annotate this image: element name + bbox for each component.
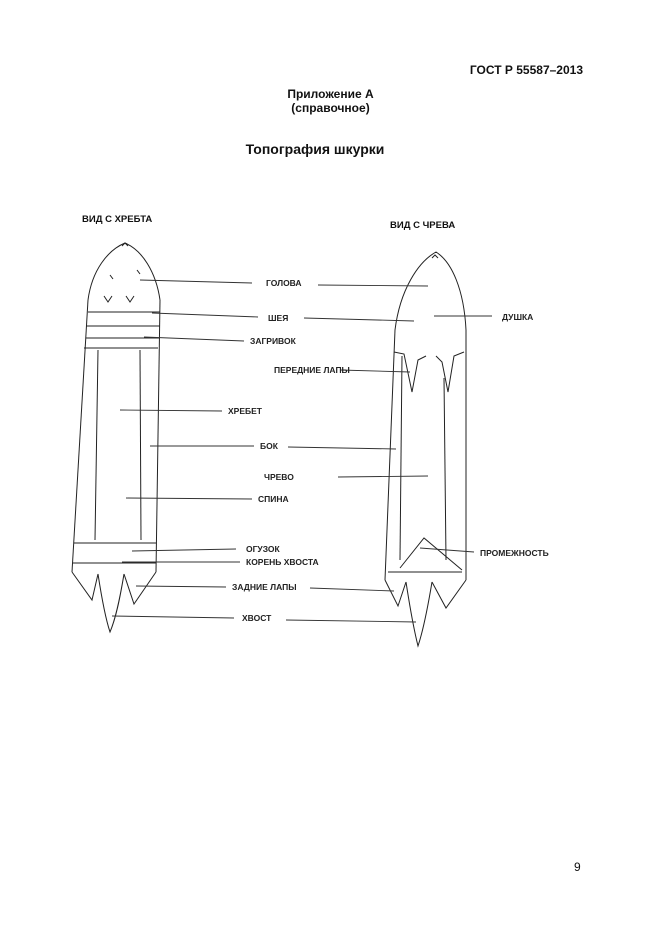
back-hind-paw-right bbox=[123, 571, 157, 606]
leader-rump bbox=[131, 548, 237, 552]
appendix-title: Приложение А bbox=[287, 87, 374, 101]
leader-hind-paws bbox=[135, 585, 227, 588]
back-left-side bbox=[71, 299, 89, 573]
label-front-paws: ПЕРЕДНИЕ ЛАПЫ bbox=[274, 365, 350, 375]
back-panel-left bbox=[94, 349, 99, 541]
leader-neck-belly bbox=[303, 317, 415, 322]
back-hind-paw-left bbox=[71, 571, 99, 602]
leader-perineum bbox=[419, 547, 475, 553]
back-head-outline bbox=[87, 242, 161, 301]
label-back: СПИНА bbox=[258, 494, 289, 504]
label-ridge: ХРЕБЕТ bbox=[228, 406, 263, 416]
appendix-subtitle: (справочное) bbox=[291, 101, 370, 115]
belly-front-paw-right bbox=[435, 351, 465, 393]
view-back-heading: ВИД С ХРЕБТА bbox=[82, 214, 152, 225]
leader-back bbox=[125, 497, 253, 500]
belly-perineum-outline bbox=[399, 537, 463, 571]
belly-panel-left bbox=[399, 355, 403, 561]
part-labels: ГОЛОВА ШЕЯ ЗАГРИВОК ДУШКА ПЕРЕДНИЕ ЛАПЫ … bbox=[228, 278, 549, 623]
leader-tail bbox=[111, 615, 235, 619]
standard-number: ГОСТ Р 55587–2013 bbox=[469, 63, 583, 77]
leader-neck bbox=[151, 312, 259, 318]
label-rump: ОГУЗОК bbox=[246, 544, 281, 554]
view-belly-heading: ВИД С ЧРЕВА bbox=[390, 220, 455, 231]
belly-panel-right bbox=[443, 377, 447, 561]
label-perineum: ПРОМЕЖНОСТЬ bbox=[480, 548, 549, 558]
label-side: БОК bbox=[260, 441, 279, 451]
label-scruff: ЗАГРИВОК bbox=[250, 336, 297, 346]
label-neck: ШЕЯ bbox=[268, 313, 288, 323]
pelt-back-view bbox=[71, 242, 161, 634]
leader-head-belly bbox=[317, 284, 429, 287]
belly-head-outline bbox=[394, 251, 467, 331]
page-number: 9 bbox=[574, 860, 581, 874]
belly-left-side bbox=[384, 329, 396, 581]
document-title: Топография шкурки bbox=[245, 141, 385, 157]
leader-scruff bbox=[143, 336, 245, 342]
back-panel-right bbox=[139, 349, 142, 541]
label-belly: ЧРЕВО bbox=[264, 472, 294, 482]
back-ear-mark bbox=[125, 295, 135, 303]
label-head: ГОЛОВА bbox=[266, 278, 302, 288]
leader-lines bbox=[111, 279, 492, 623]
leader-head bbox=[139, 279, 253, 284]
leader-front-paws bbox=[339, 369, 411, 373]
belly-tail bbox=[405, 581, 433, 648]
back-eye-mark bbox=[136, 269, 141, 275]
leader-tail-belly bbox=[285, 619, 417, 623]
label-tail-root: КОРЕНЬ ХВОСТА bbox=[246, 557, 319, 567]
leader-belly bbox=[337, 475, 429, 478]
leader-hind-paws-belly bbox=[309, 587, 395, 592]
leader-side-belly bbox=[287, 446, 397, 450]
label-throat: ДУШКА bbox=[502, 312, 533, 322]
back-eye-mark bbox=[109, 274, 114, 280]
label-tail: ХВОСТ bbox=[242, 613, 272, 623]
back-tail bbox=[97, 573, 125, 634]
label-hind-paws: ЗАДНИЕ ЛАПЫ bbox=[232, 582, 297, 592]
belly-front-paw-left bbox=[393, 351, 427, 393]
belly-hind-paw-left bbox=[384, 579, 407, 608]
belly-nose-mark bbox=[431, 254, 439, 259]
back-ear-mark bbox=[103, 295, 113, 303]
leader-ridge bbox=[119, 409, 223, 412]
belly-hind-paw-right bbox=[431, 579, 467, 609]
pelt-belly-view bbox=[384, 251, 467, 648]
back-nose-mark bbox=[121, 242, 129, 247]
back-right-side bbox=[155, 299, 161, 573]
